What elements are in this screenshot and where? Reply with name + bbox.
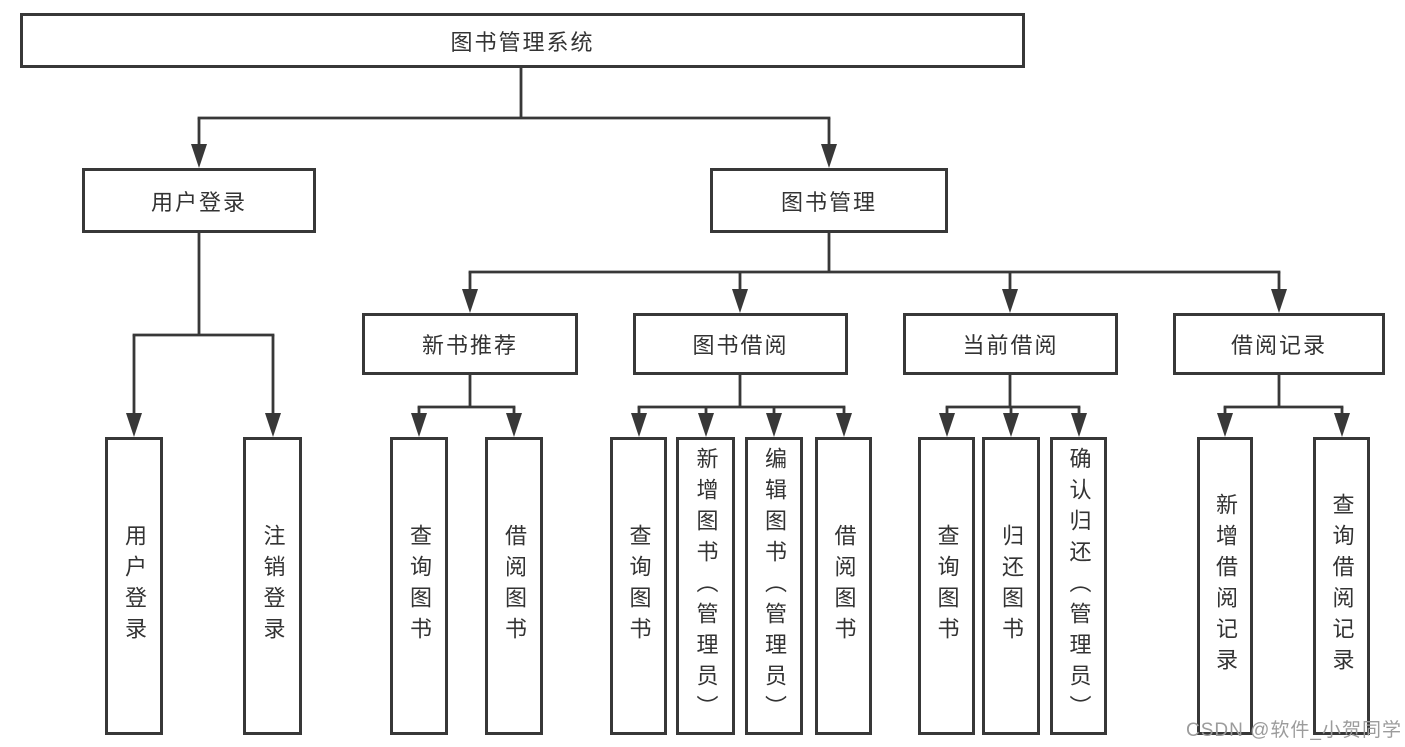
node-label: 图书借阅 [692, 333, 789, 358]
node-label: 查询图书 [407, 524, 432, 648]
node-leaf-br-query: 查询借阅记录 [1313, 437, 1370, 735]
node-label: 用户登录 [150, 189, 247, 215]
arrow-down-icon [698, 413, 714, 437]
arrow-down-icon [1003, 413, 1019, 437]
node-leaf-cb-return: 归还图书 [982, 437, 1040, 735]
watermark: CSDN @软件_小贺同学 [1186, 720, 1402, 741]
node-new-book-recommend: 新书推荐 [362, 313, 578, 375]
node-label: 借阅记录 [1230, 333, 1327, 358]
node-label: 归还图书 [999, 524, 1024, 648]
arrow-down-icon [506, 413, 522, 437]
node-label: 编辑图书（管理员） [762, 446, 787, 726]
node-label: 确认归还（管理员） [1066, 446, 1092, 726]
arrow-down-icon [1071, 413, 1087, 437]
node-leaf-br-add: 新增借阅记录 [1197, 437, 1253, 735]
node-leaf-bb-add: 新增图书（管理员） [676, 437, 735, 735]
node-label: 图书管理 [780, 189, 877, 215]
node-label: 新增借阅记录 [1213, 493, 1238, 679]
node-leaf-cb-confirm: 确认归还（管理员） [1050, 437, 1107, 735]
node-current-borrow: 当前借阅 [903, 313, 1118, 375]
arrow-down-icon [732, 289, 748, 313]
node-label: 图书管理系统 [450, 29, 595, 55]
node-label: 新增图书（管理员） [693, 446, 719, 726]
node-leaf-user-login: 用户登录 [105, 437, 163, 735]
node-leaf-nb-borrow: 借阅图书 [485, 437, 543, 735]
arrow-down-icon [821, 144, 837, 168]
node-user-login-group: 用户登录 [82, 168, 316, 233]
node-leaf-cb-query: 查询图书 [918, 437, 975, 735]
arrow-down-icon [836, 413, 852, 437]
node-label: 新书推荐 [421, 333, 518, 358]
arrow-down-icon [939, 413, 955, 437]
node-leaf-bb-edit: 编辑图书（管理员） [745, 437, 803, 735]
node-label: 当前借阅 [962, 333, 1059, 358]
arrow-down-icon [126, 413, 142, 437]
arrow-down-icon [1217, 413, 1233, 437]
arrow-down-icon [1002, 289, 1018, 313]
node-label: 查询借阅记录 [1329, 493, 1355, 679]
node-label: 查询图书 [934, 524, 960, 648]
arrow-down-icon [1334, 413, 1350, 437]
node-book-management: 图书管理 [710, 168, 948, 233]
node-leaf-logout: 注销登录 [243, 437, 302, 735]
arrow-down-icon [766, 413, 782, 437]
node-book-borrow: 图书借阅 [633, 313, 848, 375]
node-leaf-bb-query: 查询图书 [610, 437, 667, 735]
arrow-down-icon [191, 144, 207, 168]
arrow-down-icon [462, 289, 478, 313]
node-label: 用户登录 [122, 524, 147, 648]
node-root: 图书管理系统 [20, 13, 1025, 68]
arrow-down-icon [265, 413, 281, 437]
node-leaf-nb-query: 查询图书 [390, 437, 448, 735]
node-label: 借阅图书 [831, 524, 857, 648]
node-borrow-records: 借阅记录 [1173, 313, 1385, 375]
node-leaf-bb-borrow: 借阅图书 [815, 437, 872, 735]
arrow-down-icon [1271, 289, 1287, 313]
arrow-down-icon [631, 413, 647, 437]
node-label: 注销登录 [260, 524, 286, 648]
node-label: 借阅图书 [502, 524, 527, 648]
arrow-down-icon [411, 413, 427, 437]
node-label: 查询图书 [626, 524, 652, 648]
